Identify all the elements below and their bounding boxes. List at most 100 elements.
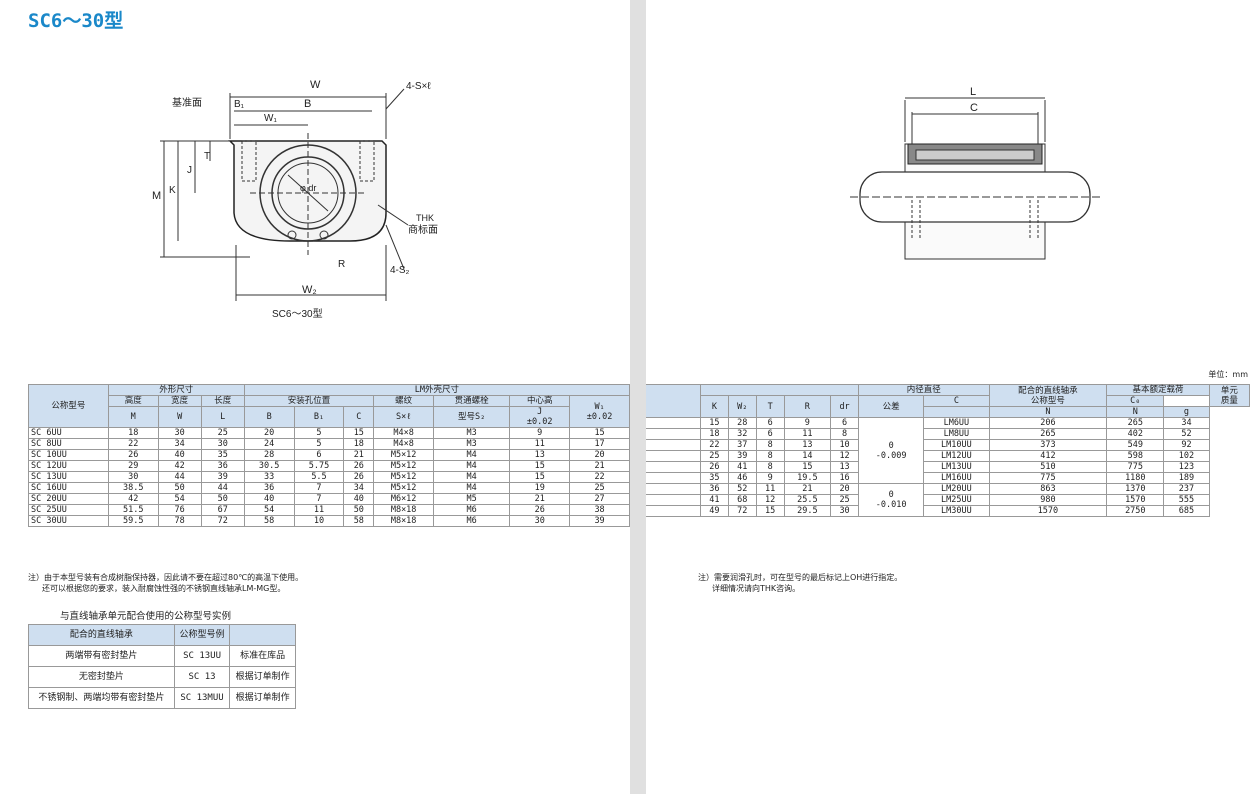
table-cell: 24 <box>243 438 295 450</box>
table-cell: M4 <box>433 460 511 472</box>
th-l: L <box>200 406 245 428</box>
th-unit-c0: N <box>1106 406 1165 418</box>
th-t: T <box>755 395 785 418</box>
dim-w1: W₁ <box>264 113 277 124</box>
table-cell: 36 <box>200 460 245 472</box>
table-cell: 5 <box>293 427 345 439</box>
table-cell: 无密封垫片 <box>28 666 175 688</box>
table-cell: 15 <box>755 505 785 517</box>
th-w1: W₁±0.02 <box>569 395 630 428</box>
table-cell: 15 <box>343 427 375 439</box>
table-cell: SC 6UU <box>28 427 109 439</box>
table-cell: M5×12 <box>373 460 435 472</box>
dim-s: 4-S×ℓ <box>406 81 431 92</box>
table-cell: 6 <box>755 417 785 429</box>
spacer-cell <box>646 483 701 495</box>
table-cell: 373 <box>988 439 1108 451</box>
table-cell: 根据订单制作 <box>229 687 296 709</box>
table-cell: 598 <box>1106 450 1165 462</box>
table-cell: SC 30UU <box>28 515 109 527</box>
dim-j: J <box>187 165 192 176</box>
table-cell: 标准在库品 <box>229 645 296 667</box>
table-cell: 34 <box>157 438 202 450</box>
table-cell: LM10UU <box>923 439 990 451</box>
spacer-cell <box>646 417 701 429</box>
table-cell: LM8UU <box>923 428 990 440</box>
table-cell: M6×12 <box>373 493 435 505</box>
front-view-drawing: W 4-S×ℓ 基准面 B₁ B W₁ T J M K φ dr R THK 商… <box>152 79 438 320</box>
dim-s2: 4-S₂ <box>390 265 410 276</box>
table-cell: SC 13MUU <box>173 687 231 709</box>
th-mount: 安装孔位置 <box>243 395 375 407</box>
spacer-cell <box>646 505 701 517</box>
table-cell: 15 <box>700 417 729 429</box>
th-m: M <box>107 406 159 428</box>
table-cell: 8 <box>755 461 785 473</box>
table-cell: 6 <box>755 428 785 440</box>
table-cell: 11 <box>293 504 345 516</box>
th-b1: B₁ <box>293 406 345 428</box>
table-cell: 42 <box>107 493 159 505</box>
table-cell: SC 16UU <box>28 482 109 494</box>
table-cell: 21 <box>509 493 571 505</box>
label-thk: THK <box>416 213 434 223</box>
spec-table-right: 内径直径 配合的直线轴承公称型号 基本额定载荷 单元质量 K W₂ T R dr… <box>646 384 1251 517</box>
table-cell: 21 <box>783 483 832 495</box>
table-cell: 18 <box>700 428 729 440</box>
dim-k: K <box>169 185 176 196</box>
table-cell: 27 <box>569 493 630 505</box>
table-cell: 22 <box>569 471 630 483</box>
th-bolt: 贯通螺栓 <box>433 395 511 407</box>
table-cell: 2750 <box>1106 505 1165 517</box>
dim-b: B <box>304 98 311 110</box>
table-cell: 19 <box>509 482 571 494</box>
spacer-cell <box>646 494 701 506</box>
dim-l: L <box>970 86 976 98</box>
table-cell: 20 <box>569 449 630 461</box>
table-cell: 17 <box>569 438 630 450</box>
th-bearing-model: 配合的直线轴承公称型号 <box>988 384 1108 407</box>
table-cell: LM12UU <box>923 450 990 462</box>
table-cell: 863 <box>988 483 1108 495</box>
table-cell: 10 <box>293 515 345 527</box>
th-load: 基本额定载荷 <box>1106 384 1210 396</box>
table-cell: 58 <box>343 515 375 527</box>
label-thk-face: 商标面 <box>408 223 438 236</box>
spacer-cell <box>646 428 701 440</box>
table-cell: 30 <box>157 427 202 439</box>
table-cell: 25 <box>200 427 245 439</box>
th-unit-c: N <box>988 406 1108 418</box>
table-cell: 265 <box>1106 417 1165 429</box>
table-cell: 980 <box>988 494 1108 506</box>
table-cell: 58 <box>243 515 295 527</box>
table-cell: 15 <box>509 471 571 483</box>
table-cell: M3 <box>433 438 511 450</box>
table-cell: 72 <box>727 505 757 517</box>
table-cell: 42 <box>157 460 202 472</box>
table-cell: 21 <box>569 460 630 472</box>
table-cell: 34 <box>1163 417 1210 429</box>
table-cell: 18 <box>107 427 159 439</box>
table-cell: 21 <box>343 449 375 461</box>
table-cell: 1180 <box>1106 472 1165 484</box>
table-cell: 49 <box>700 505 729 517</box>
th-c: C <box>343 406 375 428</box>
spec-table-left: 公称型号 外形尺寸 LM外壳尺寸 高度 宽度 长度 安装孔位置 螺纹 贯通螺栓 … <box>28 384 631 527</box>
table-cell: 30 <box>830 505 859 517</box>
table-cell: 78 <box>157 515 202 527</box>
table-cell: 13 <box>509 449 571 461</box>
table-cell: M5×12 <box>373 471 435 483</box>
table-cell: 412 <box>988 450 1108 462</box>
